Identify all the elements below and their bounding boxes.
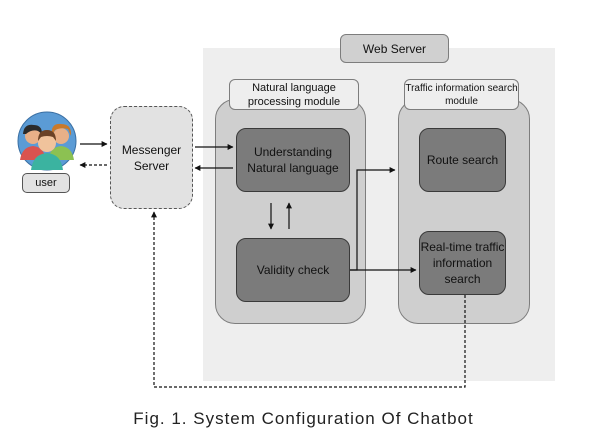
arrow-to-route-search	[350, 167, 396, 271]
understanding-box: Understanding Natural language	[236, 128, 350, 192]
figure-caption: Fig. 1. System Configuration Of Chatbot	[133, 409, 474, 428]
messenger-server-box: Messenger Server	[110, 106, 193, 209]
realtime-traffic-box: Real-time traffic information search	[419, 231, 506, 295]
route-search-box: Route search	[419, 128, 506, 192]
user-label: user	[22, 173, 70, 193]
validity-check-box: Validity check	[236, 238, 350, 302]
arrow-feedback-to-messenger	[151, 211, 466, 388]
web-server-label: Web Server	[340, 34, 449, 63]
user-group-icon	[16, 110, 78, 172]
traffic-module-label: Traffic information search module	[404, 79, 519, 110]
nlp-module-label: Natural language processing module	[229, 79, 359, 110]
